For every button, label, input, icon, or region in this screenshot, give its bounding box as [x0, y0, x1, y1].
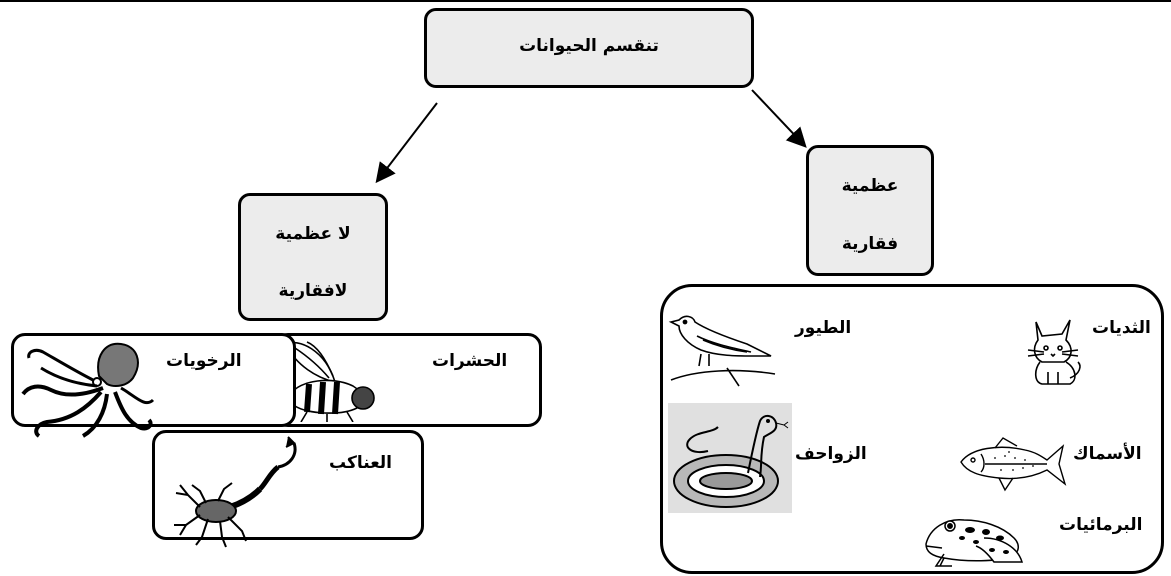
- vertebrates-line2: فقارية: [841, 234, 899, 254]
- snake-icon: [668, 403, 792, 513]
- birds-label: الطيور: [795, 318, 852, 338]
- cat-icon: [1027, 319, 1081, 385]
- mollusks-label: الرخويات: [166, 351, 242, 371]
- octopus-icon: [21, 342, 155, 438]
- fish-label: الأسماك: [1073, 444, 1142, 464]
- invertebrates-line2: لافقارية: [278, 281, 348, 301]
- arrow-to-vertebrates: [751, 89, 807, 148]
- invertebrates-box: [238, 193, 388, 321]
- mammals-label: الثديات: [1092, 318, 1151, 338]
- reptiles-label: الزواحف: [795, 444, 867, 464]
- scorpion-icon: [174, 436, 297, 548]
- bird-icon: [668, 315, 776, 387]
- fish-icon: [960, 437, 1067, 492]
- amphibians-label: البرمائيات: [1059, 515, 1143, 535]
- arachnids-box: [152, 430, 424, 540]
- arachnids-label: العناكب: [329, 453, 393, 473]
- vertebrates-box: [806, 145, 934, 276]
- invertebrates-line1: لا عظمية: [275, 224, 351, 244]
- frog-icon: [925, 519, 1023, 567]
- root-box: [424, 8, 754, 88]
- root-label: تنقسم الحيوانات: [519, 36, 659, 56]
- top-rule: [0, 0, 1171, 2]
- insects-label: الحشرات: [432, 351, 508, 371]
- arrow-to-invertebrates: [375, 102, 438, 184]
- fly-icon: [283, 341, 375, 422]
- mollusks-box: [11, 333, 296, 427]
- vertebrates-line1: عظمية: [841, 176, 899, 196]
